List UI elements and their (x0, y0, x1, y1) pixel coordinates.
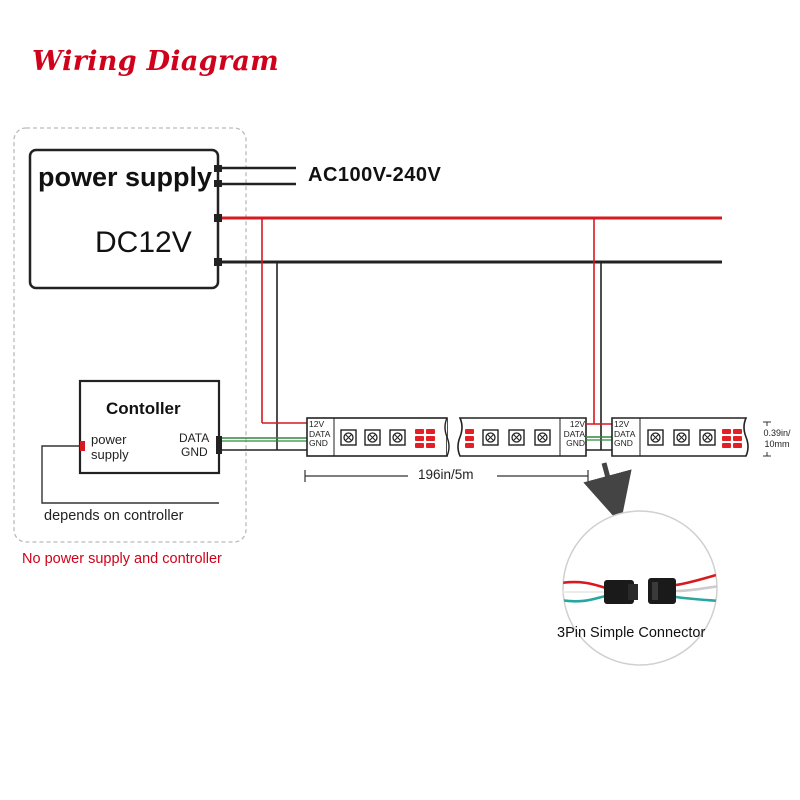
led-chip (482, 429, 499, 446)
resistor (465, 429, 474, 434)
resistor (415, 443, 424, 448)
pin-12v-label: 12V (614, 419, 630, 429)
kit-contents-note: No power supply and controller (22, 551, 222, 567)
pin-data-label: DATA (563, 428, 585, 439)
resistor (733, 436, 742, 441)
resistor (733, 443, 742, 448)
controller-output-terminal (216, 436, 222, 454)
resistor (415, 429, 424, 434)
controller-data-label: DATA (179, 431, 210, 445)
strip-width-label: 0.39in/ 10mm (763, 428, 791, 449)
pin-data-label: DATA (309, 428, 331, 439)
pin-12v-label: 12V (569, 419, 585, 429)
pin-gnd-label: GND (566, 438, 585, 448)
led-chip (673, 429, 690, 446)
resistor (722, 429, 731, 434)
led-chip (534, 429, 551, 446)
resistor (415, 436, 424, 441)
controller-box (78, 379, 221, 475)
controller-gnd-label: GND (181, 445, 208, 459)
led-chip (647, 429, 664, 446)
controller-label: Contoller (106, 399, 181, 418)
controller-power-wire (41, 445, 219, 504)
ac-terminal-top (214, 165, 222, 172)
led-strip-segment-2 (457, 417, 587, 457)
strip-3-pin-labels: 12V DATA GND (614, 419, 636, 449)
led-chip (389, 429, 406, 446)
power-supply-label: power supply (38, 162, 213, 192)
resistor (722, 436, 731, 441)
dc-negative-terminal (214, 258, 222, 266)
diagram-title: Wiring Diagram (32, 46, 280, 77)
resistor (465, 443, 474, 448)
controller-power-label: power supply (91, 432, 129, 462)
strip-1-pin-labels: 12V DATA GND (309, 419, 331, 449)
resistor (426, 429, 435, 434)
power-supply-output-label: DC12V (95, 226, 192, 259)
controller-power-terminal (80, 441, 85, 451)
strip-2-pin-labels: 12V DATA GND (561, 419, 585, 449)
resistor (426, 443, 435, 448)
pin-data-label: DATA (614, 428, 636, 439)
dc-positive-terminal (214, 214, 222, 222)
led-chip (364, 429, 381, 446)
led-strip-segment-1 (306, 417, 450, 457)
strip-length-label: 196in/5m (418, 467, 474, 482)
zoom-arrow (583, 462, 632, 525)
resistor (465, 436, 474, 441)
resistor (733, 429, 742, 434)
male-connector-housing (604, 580, 634, 604)
pin-gnd-label: GND (309, 438, 328, 448)
ac-input-label: AC100V-240V (308, 164, 442, 186)
controller-power-note: depends on controller (44, 508, 184, 524)
led-chip (699, 429, 716, 446)
resistor (426, 436, 435, 441)
connector-zoom-callout (562, 510, 718, 666)
pin-12v-label: 12V (309, 419, 325, 429)
not-included-dashed-frame (13, 127, 247, 543)
resistor (722, 443, 731, 448)
ac-terminal-bottom (214, 180, 222, 187)
width-dimension-marker (763, 421, 771, 457)
pin-gnd-label: GND (614, 438, 633, 448)
led-chip (340, 429, 357, 446)
connector-label: 3Pin Simple Connector (557, 625, 706, 641)
led-chip (508, 429, 525, 446)
led-strip-segment-3 (611, 417, 749, 457)
